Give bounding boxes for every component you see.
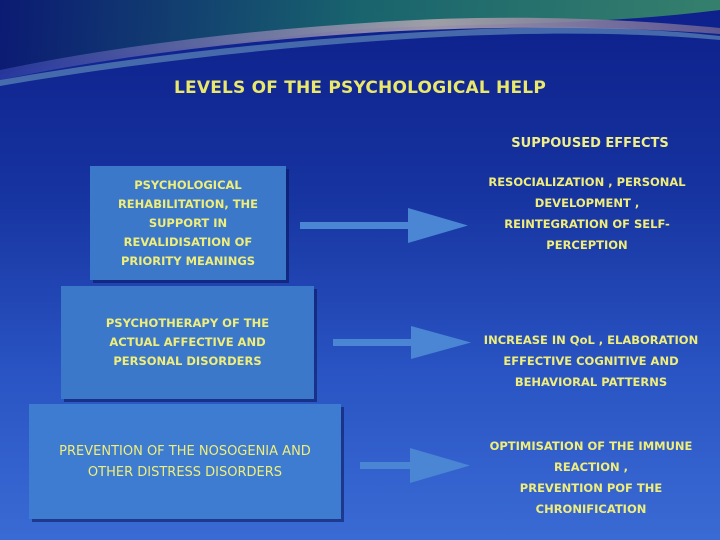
level-box-rehabilitation: PSYCHOLOGICAL REHABILITATION, THE SUPPOR… — [90, 166, 286, 280]
decorative-wave-header — [0, 0, 720, 86]
effect-text-resocialization: RESOCIALIZATION , PERSONAL DEVELOPMENT ,… — [488, 175, 686, 252]
effect-text-qol: INCREASE IN QoL , ELABORATION EFFECTIVE … — [483, 333, 699, 389]
effects-heading: SUPPOUSED EFFECTS — [511, 136, 669, 151]
level-box-psychotherapy: PSYCHOTHERAPY OF THE ACTUAL AFFECTIVE AN… — [61, 286, 314, 399]
level-box-prevention: PREVENTION OF THE NOSOGENIA AND OTHER DI… — [29, 404, 341, 519]
arrow-right-icon — [300, 208, 468, 243]
arrow-right-icon — [333, 326, 471, 359]
effect-text-immune: OPTIMISATION OF THE IMMUNE REACTION , PR… — [489, 439, 693, 516]
arrow-right-icon — [360, 448, 470, 483]
slide-title: LEVELS OF THE PSYCHOLOGICAL HELP — [174, 78, 546, 98]
